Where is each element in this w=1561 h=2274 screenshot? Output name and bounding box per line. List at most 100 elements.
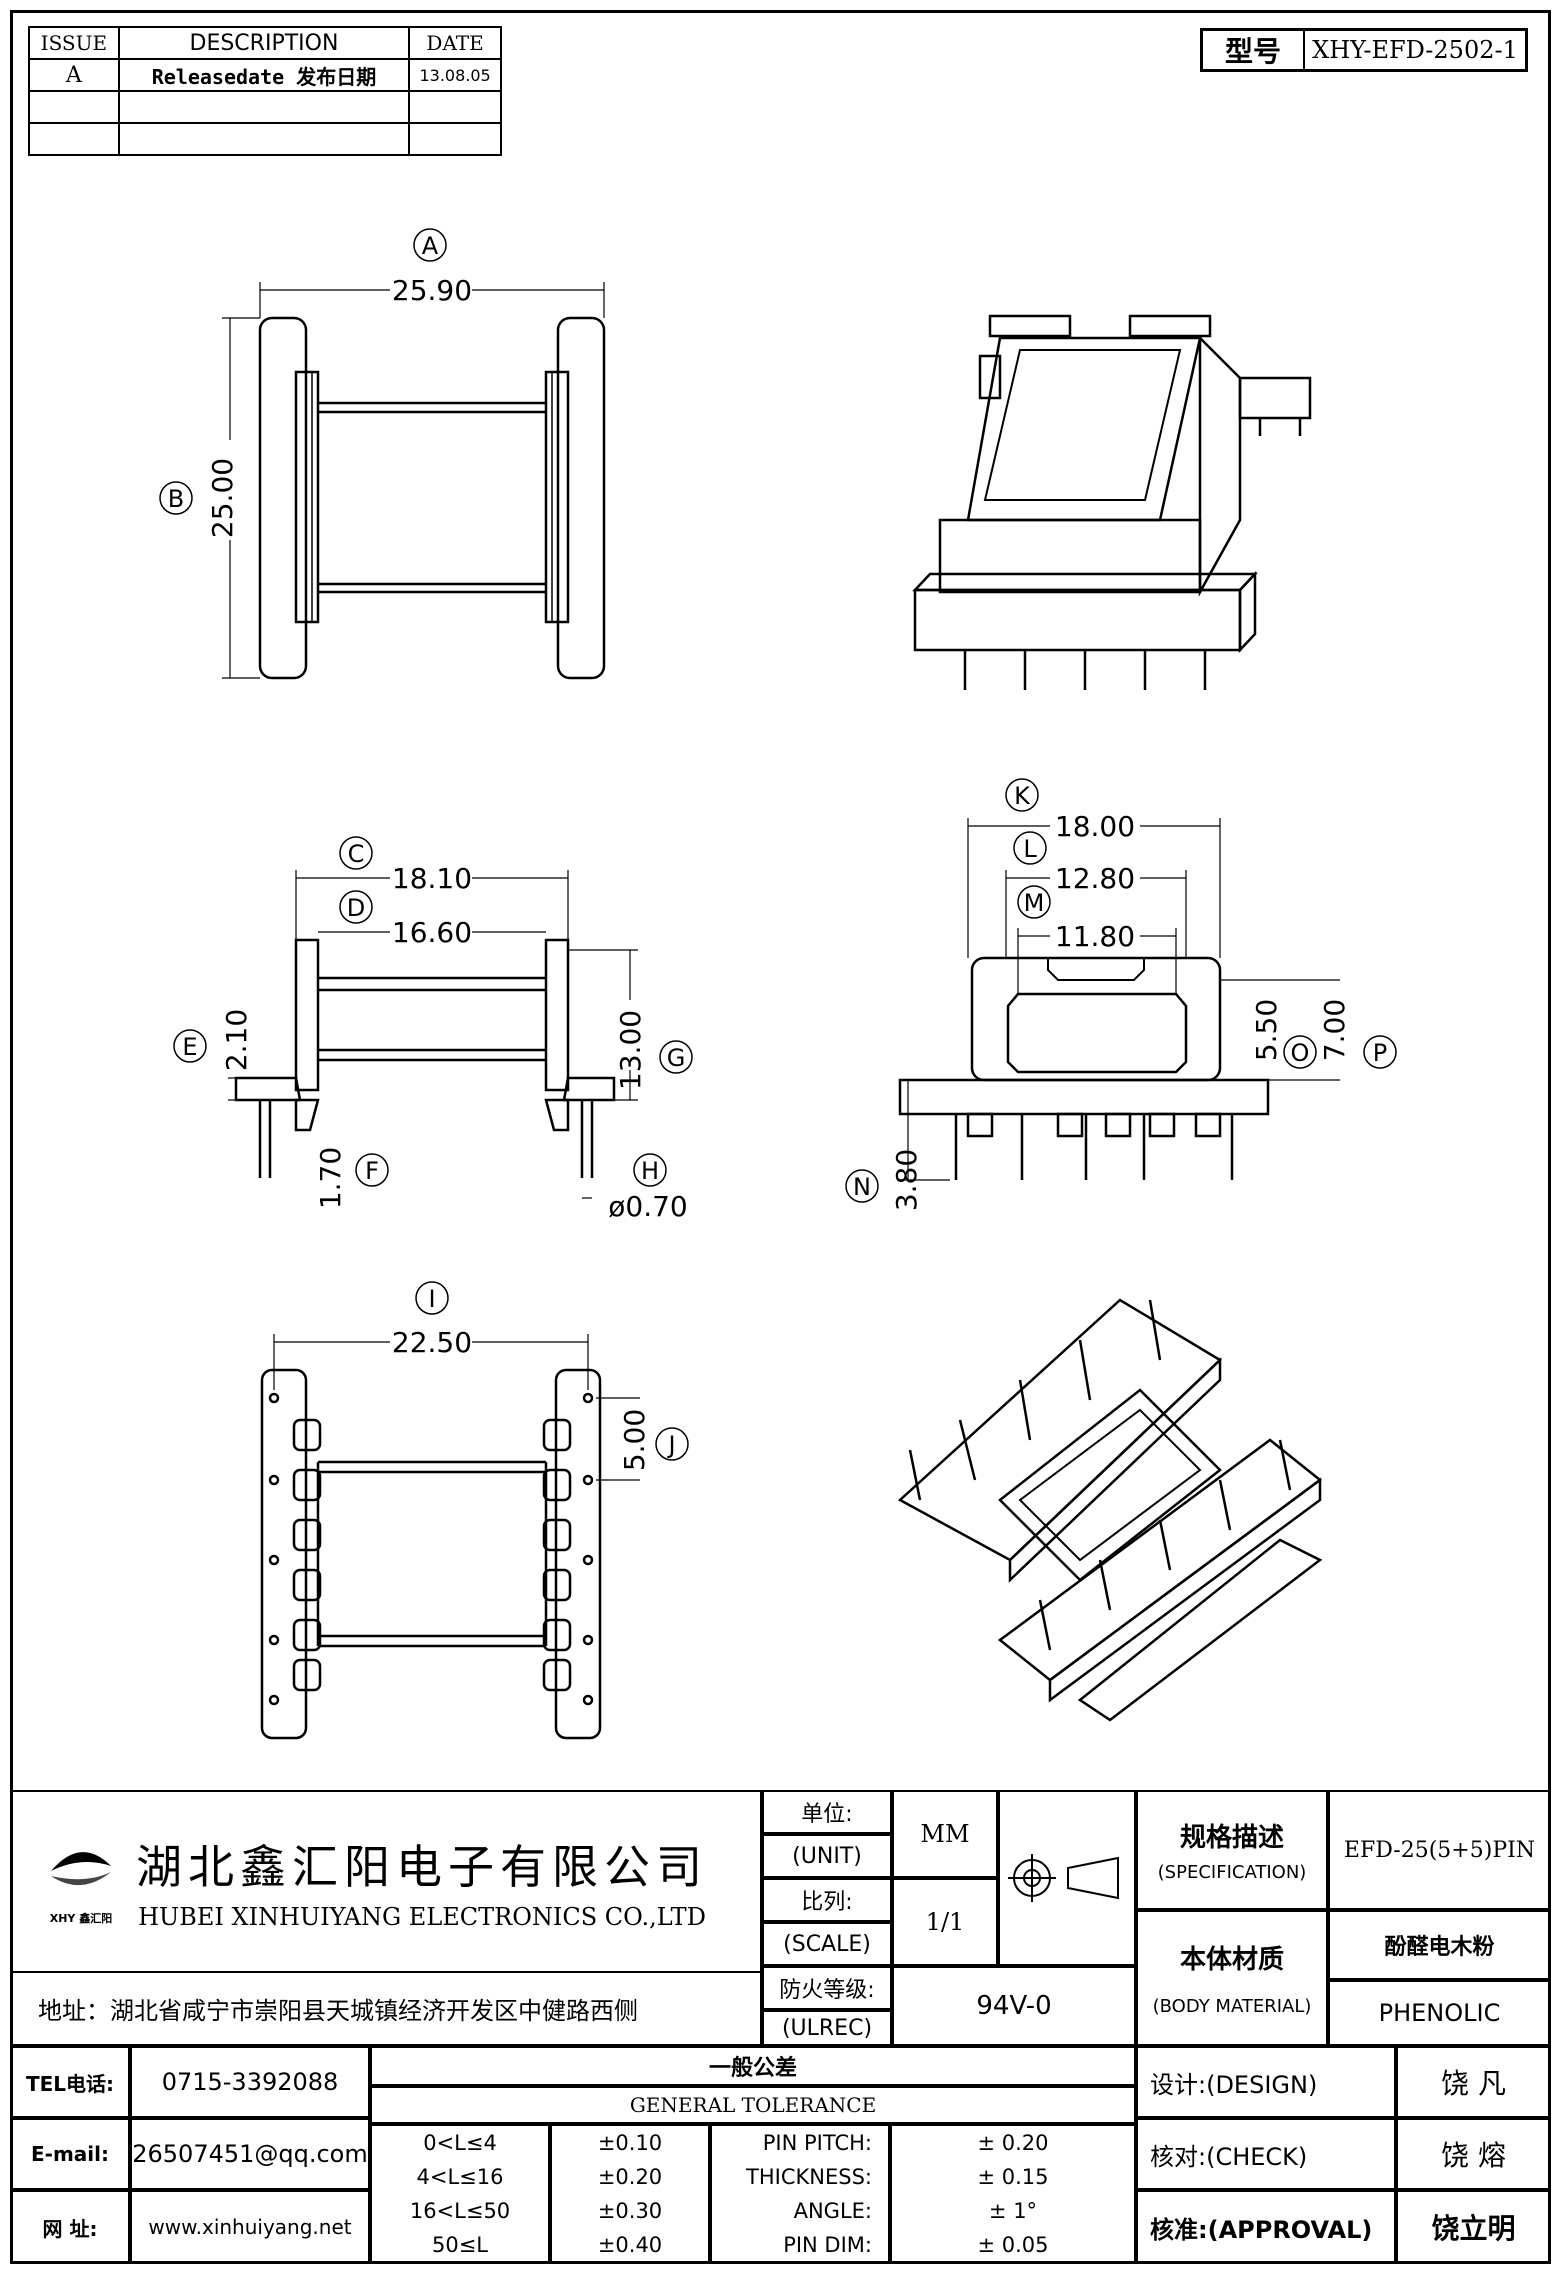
spec-label-box: 规格描述 (SPECIFICATION) — [1136, 1790, 1328, 1910]
dim-j-value: 5.00 — [618, 1409, 651, 1471]
dim-a-value: 25.90 — [392, 274, 472, 307]
check-label: 核对:(CHECK) — [1136, 2118, 1396, 2190]
dim-tag-n: N — [853, 1173, 871, 1201]
iso-view-top — [912, 314, 1312, 690]
unit-value: MM — [892, 1790, 998, 1878]
company-names: 湖北鑫汇阳电子有限公司 HUBEI XINHUIYANG ELECTRONICS… — [126, 1831, 708, 1931]
tol-tol: ± 0.05 — [977, 2233, 1049, 2257]
projection-symbol — [998, 1790, 1136, 1966]
tol-name: PIN PITCH: — [762, 2131, 872, 2155]
dim-p-value: 7.00 — [1318, 999, 1351, 1061]
material-label-box: 本体材质 (BODY MATERIAL) — [1136, 1910, 1328, 2046]
tol-range: 0<L≤4 — [423, 2131, 497, 2155]
rev-header-issue: ISSUE — [28, 26, 120, 60]
dim-c-value: 18.10 — [392, 862, 472, 895]
unit-label-cn: 单位: — [762, 1790, 892, 1834]
rev-row-issue — [28, 122, 120, 156]
model-value: XHY-EFD-2502-1 — [1312, 36, 1518, 64]
dim-labels-side: K 18.00 L 12.80 M 11.80 O 5.50 P 7.00 N … — [853, 782, 1387, 1211]
dim-tag-f: F — [365, 1157, 379, 1185]
tol-value: ±0.10 — [597, 2131, 663, 2155]
dim-tag-b: B — [168, 485, 184, 513]
material-value-en: PHENOLIC — [1328, 1980, 1551, 2046]
projection-icon — [1008, 1854, 1119, 1902]
scale-label-cn: 比列: — [762, 1878, 892, 1922]
ulrec-label-cn: 防火等级: — [762, 1966, 892, 2010]
email-value: 26507451@qq.com — [130, 2118, 370, 2190]
logo-icon — [51, 1852, 111, 1886]
tol-name: PIN DIM: — [783, 2233, 872, 2257]
dim-tag-i: I — [428, 1285, 435, 1313]
design-value: 饶 凡 — [1396, 2046, 1551, 2118]
material-value-cn: 酚醛电木粉 — [1328, 1910, 1551, 1980]
dim-tag-d: D — [347, 894, 365, 922]
material-label-cn: 本体材质 — [1179, 1945, 1284, 1975]
company-name-en: HUBEI XINHUIYANG ELECTRONICS CO.,LTD — [138, 1903, 706, 1932]
rev-row-description: Releasedate 发布日期 — [117, 58, 411, 92]
tol-tol: ± 1° — [988, 2199, 1038, 2223]
tol-tol: ± 0.15 — [977, 2165, 1049, 2189]
approval-label: 核准:(APPROVAL) — [1136, 2190, 1396, 2264]
tolerance-en: GENERAL TOLERANCE — [370, 2086, 1136, 2124]
company-name-cn: 湖北鑫汇阳电子有限公司 — [136, 1840, 708, 1895]
tol-value: ±0.40 — [597, 2233, 663, 2257]
dim-labels-front: C 18.10 D 16.60 G 13.00 E 2.10 F 1.70 H … — [182, 840, 687, 1223]
tolerance-ranges: 0<L≤4 4<L≤16 16<L≤50 50≤L — [370, 2124, 550, 2264]
tol-value: ±0.20 — [597, 2165, 663, 2189]
rev-row-date — [408, 122, 502, 156]
dim-tag-a: A — [422, 232, 439, 260]
technical-drawing: A 25.90 B 25.00 — [159, 228, 1397, 1740]
tolerance-values: ±0.10 ±0.20 ±0.30 ±0.40 — [550, 2124, 710, 2264]
tol-tol: ± 0.20 — [977, 2131, 1049, 2155]
dim-e-value: 2.10 — [220, 1009, 253, 1071]
tol-name: THICKNESS: — [746, 2165, 872, 2189]
model-box: 型号 XHY-EFD-2502-1 — [1200, 28, 1528, 72]
dim-tag-h: H — [641, 1157, 659, 1185]
web-value: www.xinhuiyang.net — [130, 2190, 370, 2264]
dim-m-value: 11.80 — [1055, 920, 1135, 953]
company-header: XHY 鑫汇阳 湖北鑫汇阳电子有限公司 HUBEI XINHUIYANG ELE… — [12, 1792, 760, 1973]
unit-label-en: (UNIT) — [762, 1834, 892, 1878]
company-logo: XHY 鑫汇阳 — [36, 1836, 126, 1926]
approval-value: 饶立明 — [1396, 2190, 1551, 2264]
dim-tag-g: G — [667, 1044, 686, 1072]
rev-row-issue — [28, 90, 120, 124]
rev-row-description — [117, 90, 411, 124]
rev-row-date — [408, 90, 502, 124]
tel-value: 0715-3392088 — [130, 2046, 370, 2118]
check-value: 饶 熔 — [1396, 2118, 1551, 2190]
iso-view-bottom — [897, 1298, 1323, 1722]
tol-value: ±0.30 — [597, 2199, 663, 2223]
tol-range: 4<L≤16 — [416, 2165, 504, 2189]
title-block: XHY 鑫汇阳 湖北鑫汇阳电子有限公司 HUBEI XINHUIYANG ELE… — [10, 1790, 1551, 2264]
logo-text: XHY 鑫汇阳 — [49, 1912, 113, 1926]
dim-tag-j: J — [666, 1431, 675, 1459]
spec-label-en: (SPECIFICATION) — [1157, 1862, 1307, 1883]
dim-labels-bottom: I 22.50 J 5.00 — [392, 1285, 676, 1471]
ulrec-value: 94V-0 — [892, 1966, 1136, 2046]
design-label: 设计:(DESIGN) — [1136, 2046, 1396, 2118]
dim-tag-p: P — [1373, 1039, 1387, 1067]
dim-h-value: ø0.70 — [608, 1190, 687, 1223]
rev-row-date: 13.08.05 — [408, 58, 502, 92]
revision-table: ISSUE DESCRIPTION DATE A Releasedate 发布日… — [28, 26, 502, 156]
dim-tag-l: L — [1023, 835, 1037, 863]
dim-f-value: 1.70 — [314, 1147, 347, 1209]
dim-k-value: 18.00 — [1055, 810, 1135, 843]
tel-label: TEL电话: — [10, 2046, 130, 2118]
dim-b-value: 25.00 — [206, 458, 239, 538]
dim-tag-o: O — [1291, 1039, 1310, 1067]
spec-label-cn: 规格描述 — [1179, 1823, 1284, 1853]
tol-name: ANGLE: — [793, 2199, 872, 2223]
spec-value: EFD-25(5+5)PIN — [1328, 1790, 1551, 1910]
dim-tag-c: C — [348, 840, 365, 868]
dim-labels-top: A 25.90 B 25.00 — [168, 232, 472, 538]
side-view — [845, 778, 1397, 1203]
ulrec-label-en: (ULREC) — [762, 2010, 892, 2046]
model-label: 型号 — [1203, 31, 1305, 69]
rev-row-issue: A — [28, 58, 120, 92]
dim-tag-k: K — [1014, 782, 1031, 810]
tolerance-cn: 一般公差 — [370, 2046, 1136, 2086]
email-label: E-mail: — [10, 2118, 130, 2190]
dim-tag-e: E — [182, 1033, 197, 1061]
